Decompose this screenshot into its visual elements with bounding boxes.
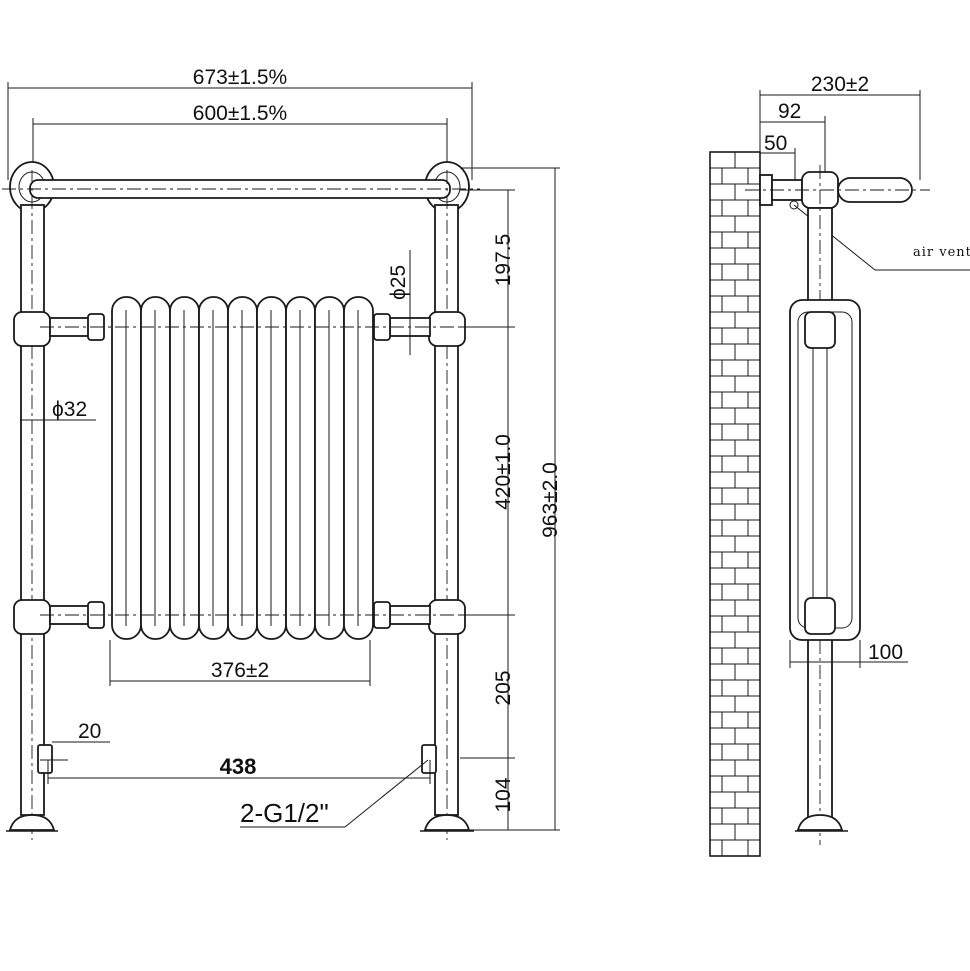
rail-centres-label: 600±1.5% [193, 102, 287, 125]
overall-height-label: 963±2.0 [539, 462, 562, 538]
front-view: 673±1.5% 600±1.5% [2, 66, 562, 840]
brick-wall [709, 151, 761, 857]
overall-width-label: 673±1.5% [193, 66, 287, 89]
top-rail-dim-label: 197.5 [492, 234, 515, 287]
air-vent-label: air vent [913, 245, 970, 260]
valve-height-label: 104 [492, 777, 515, 812]
pipe-centres-label: 438 [220, 754, 257, 779]
large-tube-dia-label: ϕ32 [52, 398, 87, 421]
connection-label: 2-G1/2" [240, 798, 329, 828]
depth-label: 100 [868, 641, 903, 664]
bracket-offset-label: 50 [764, 132, 787, 155]
dim-overall-width: 673±1.5% [7, 66, 473, 180]
dim-rail-centres: 600±1.5% [32, 102, 448, 175]
wall-projection-label: 230±2 [811, 73, 869, 96]
valve-offset-label: 20 [78, 720, 101, 743]
radiator-height-label: 420±1.0 [492, 434, 515, 510]
radiator-width-label: 376±2 [211, 659, 269, 682]
side-view: 230±2 92 50 air vent 100 [709, 73, 970, 857]
rail-projection-label: 92 [778, 100, 801, 123]
lower-section-label: 205 [492, 670, 515, 705]
small-tube-dia-label: ϕ25 [387, 265, 410, 300]
radiator-columns [111, 296, 374, 640]
